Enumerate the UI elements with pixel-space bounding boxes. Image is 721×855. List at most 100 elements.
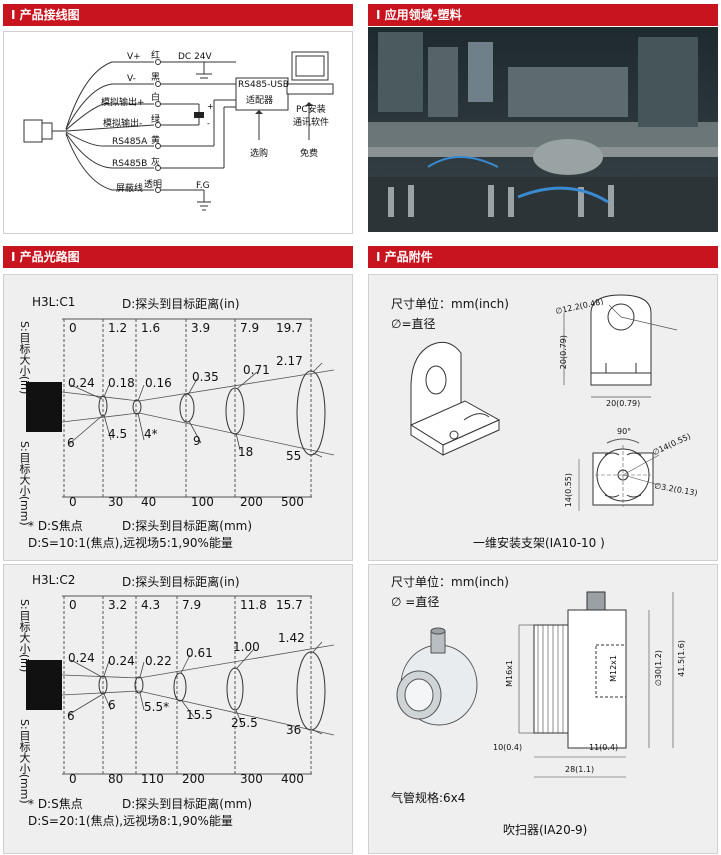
c1-dist-mm-4: 200	[240, 495, 263, 509]
free-label: 免费	[300, 149, 319, 159]
c2-spot-in-5: 1.42	[278, 631, 305, 645]
color-clear: 透明	[144, 180, 163, 190]
optics-c1-frame: H3L:C1 D:探头到目标距离(in) S:目标大小(in) S:目标大小(m…	[3, 274, 353, 561]
bracket-dim-angle: 90°	[617, 427, 632, 436]
label-rs485a: RS485A	[112, 137, 148, 147]
c1-dist-mm-5: 500	[281, 495, 304, 509]
c2-spot-mm-1: 6	[108, 698, 116, 712]
wiring-diagram: +-	[23, 51, 334, 211]
label-rs485b: RS485B	[112, 159, 148, 169]
c1-spot-mm-1: 4.5	[108, 427, 128, 441]
purge-unit: 尺寸单位：mm(inch)	[391, 575, 509, 589]
label-ana-plus: 模拟输出+	[101, 98, 145, 108]
color-red: 红	[151, 51, 161, 61]
wiring-panel: I 产品接线图	[3, 4, 353, 234]
adapter-label-1: RS485-USB	[238, 80, 289, 90]
color-black: 黑	[151, 73, 161, 83]
c2-note-2: D:S=20:1(焦点),远视场8:1,90%能量	[28, 814, 233, 828]
c2-spot-in-1: 0.24	[108, 654, 135, 668]
c2-spot-mm-3: 15.5	[186, 708, 213, 722]
c1-note-2: D:S=10:1(焦点),远视场5:1,90%能量	[28, 536, 233, 550]
label-shield: 屏蔽线	[116, 184, 144, 194]
bracket-frame: 尺寸单位：mm(inch) ∅=直径 ∅12.2(0.48) 20(0.79) …	[368, 274, 718, 561]
bracket-dim-height: 20(0.79)	[559, 335, 568, 370]
c2-dist-mm-label: D:探头到目标距离(mm)	[122, 797, 253, 811]
c2-spot-in-4: 1.00	[233, 640, 260, 654]
svg-text:-: -	[207, 119, 210, 128]
dc-label: DC 24V	[178, 52, 212, 62]
c2-dist-mm-0: 0	[69, 772, 77, 786]
optional-label: 选购	[250, 149, 269, 159]
c2-dist-mm-5: 400	[281, 772, 304, 786]
purge-dim-m12: M12x1	[609, 655, 618, 682]
purge-dia-legend: ∅ =直径	[391, 595, 440, 609]
optics-c2-diagram	[26, 595, 335, 775]
c1-spot-mm-5: 55	[286, 449, 302, 463]
color-green: 绿	[151, 115, 161, 125]
c1-ylabel-in: S:目标大小(in)	[18, 321, 31, 395]
purge-caption: 吹扫器(IA20-9)	[503, 823, 588, 837]
c1-dist-in-label: D:探头到目标距离(in)	[122, 297, 240, 311]
c2-spot-mm-5: 36	[286, 723, 302, 737]
c1-spot-in-1: 0.18	[108, 376, 135, 390]
c1-dist-mm-3: 100	[191, 495, 214, 509]
label-vminus: V-	[127, 74, 136, 84]
pc-label-2: 通讯软件	[293, 118, 330, 128]
pc-label-1: PC安装	[296, 105, 326, 115]
c2-spot-mm-2: 5.5*	[144, 700, 170, 714]
adapter-label-2: 适配器	[246, 96, 274, 106]
machine-photo	[368, 27, 718, 232]
c1-dist-in-1: 1.2	[108, 321, 128, 335]
c1-dist-mm-2: 40	[141, 495, 157, 509]
accessories-panel: I 产品附件	[368, 246, 718, 854]
c1-spot-mm-0: 6	[67, 436, 75, 450]
c1-spot-mm-4: 18	[238, 445, 254, 459]
c2-dist-in-4: 11.8	[240, 598, 267, 612]
c2-dist-in-0: 0	[69, 598, 77, 612]
c2-spot-mm-4: 25.5	[231, 716, 258, 730]
c2-dist-mm-1: 80	[108, 772, 124, 786]
c1-ylabel-mm: S:目标大小(mm)	[18, 441, 31, 526]
purge-dim-28: 28(1.1)	[565, 765, 595, 774]
c1-model: H3L:C1	[32, 295, 76, 309]
optics-header: I 产品光路图	[3, 246, 353, 268]
c2-dist-mm-4: 300	[240, 772, 263, 786]
bracket-caption: 一维安装支架(IA10-10 )	[473, 536, 605, 550]
c1-dist-in-2: 1.6	[141, 321, 161, 335]
c2-spot-in-2: 0.22	[145, 654, 172, 668]
c1-dist-mm-label: D:探头到目标距离(mm)	[122, 519, 253, 533]
bracket-dia-legend: ∅=直径	[391, 317, 436, 331]
application-header: I 应用领域-塑料	[368, 4, 718, 26]
c1-spot-in-4: 0.71	[243, 363, 270, 377]
c1-dist-mm-1: 30	[108, 495, 124, 509]
c1-spot-mm-3: 9	[193, 434, 201, 448]
fg-label: F.G	[196, 181, 210, 191]
c1-spot-in-5: 2.17	[276, 354, 303, 368]
c2-dist-mm-2: 110	[141, 772, 164, 786]
label-ana-minus: 模拟输出-	[103, 119, 143, 129]
purge-frame: 尺寸单位：mm(inch) ∅ =直径 M16x1 M12x1 ∅30(1.2)…	[368, 564, 718, 854]
c2-ylabel-in: S:目标大小(in)	[18, 599, 31, 673]
purge-tube-spec: 气管规格:6x4	[391, 791, 466, 805]
purge-drawing	[396, 591, 674, 778]
purge-dim-m16: M16x1	[505, 660, 514, 687]
optics-c2-frame: H3L:C2 D:探头到目标距离(in) S:目标大小(in) S:目标大小(m…	[3, 564, 353, 854]
c1-dist-in-0: 0	[69, 321, 77, 335]
c2-spot-mm-0: 6	[67, 709, 75, 723]
c1-spot-in-2: 0.16	[145, 376, 172, 390]
purge-dim-11: 11(0.4)	[589, 743, 619, 752]
bracket-dim-base: 14(0.55)	[564, 473, 573, 508]
c1-spot-in-0: 0.24	[68, 376, 95, 390]
c2-note-1: * D:S焦点	[28, 797, 83, 811]
optics-c1-diagram	[26, 318, 335, 498]
optics-panel: I 产品光路图 H3L:	[3, 246, 353, 854]
bracket-dim-width: 20(0.79)	[606, 399, 641, 408]
bracket-unit: 尺寸单位：mm(inch)	[391, 297, 509, 311]
c1-dist-in-5: 19.7	[276, 321, 303, 335]
purge-dim-d30: ∅30(1.2)	[654, 650, 663, 687]
svg-text:+: +	[207, 102, 214, 111]
c2-dist-in-3: 7.9	[182, 598, 202, 612]
c1-dist-mm-0: 0	[69, 495, 77, 509]
color-white: 白	[151, 93, 161, 103]
c1-spot-in-3: 0.35	[192, 370, 219, 384]
